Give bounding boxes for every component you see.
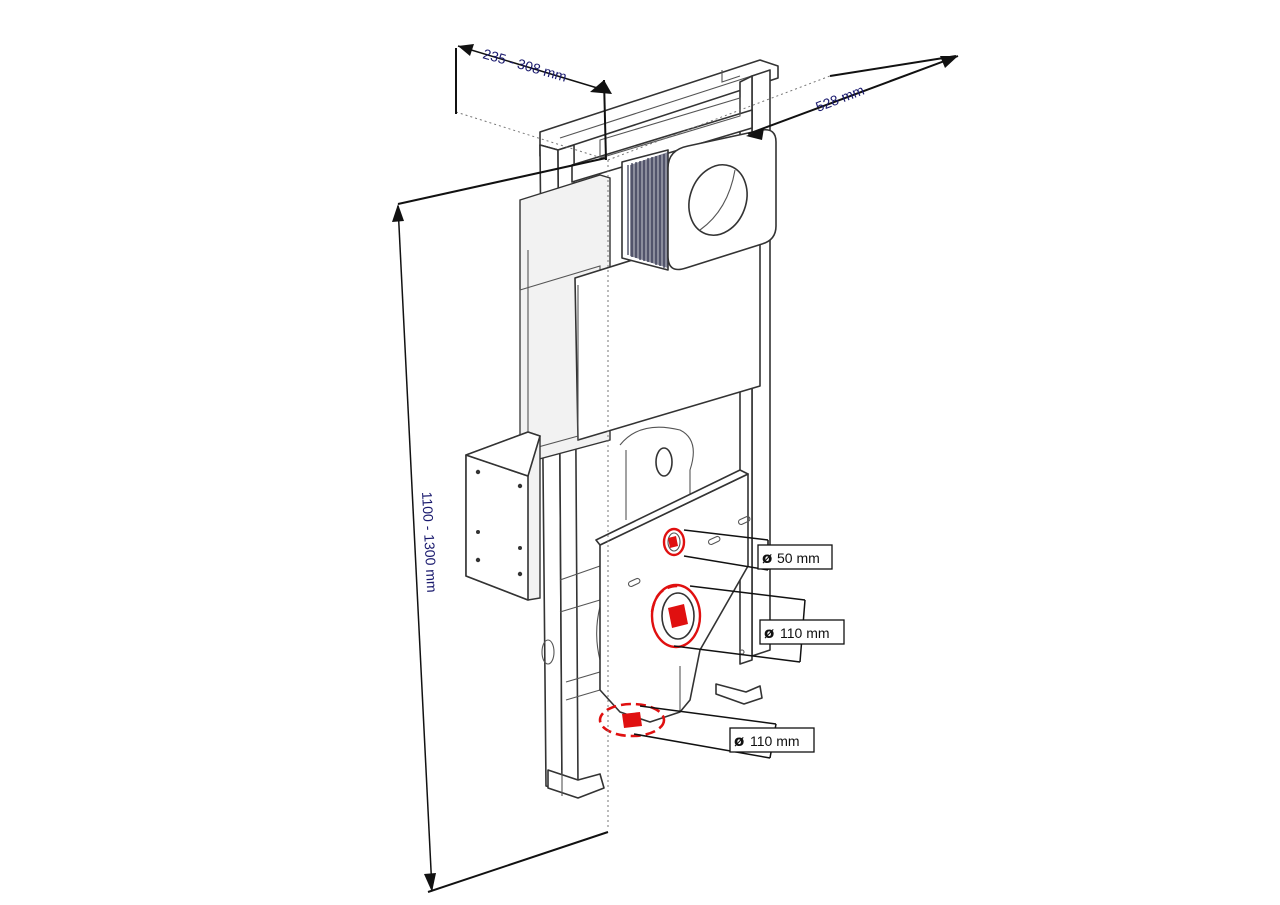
width-dimension-text: 528 mm [813,82,866,115]
pipe-bottom-text: 110 mm [750,733,800,749]
pipe-50-text: 50 mm [777,550,820,566]
label-pipe-110: ø 110 mm [759,619,845,645]
depth-dimension-text: 235 - 308 mm [481,46,568,85]
dimension-lines [392,44,959,893]
pipe-marker-110 [650,583,702,649]
label-pipe-bottom: ø 110 mm [729,727,815,753]
diameter-symbol-icon: ø [734,732,744,750]
diameter-symbol-icon: ø [762,549,772,567]
pipe-marker-bottom [598,702,666,738]
diameter-symbol-icon: ø [764,624,774,642]
pipe-marker-50 [662,527,686,557]
frame-drawing [465,59,779,799]
flush-plate [621,128,777,271]
label-pipe-50: ø 50 mm [757,544,833,570]
pipe-110-text: 110 mm [780,625,830,641]
height-dimension-text: 1100 - 1300 mm [419,491,440,593]
